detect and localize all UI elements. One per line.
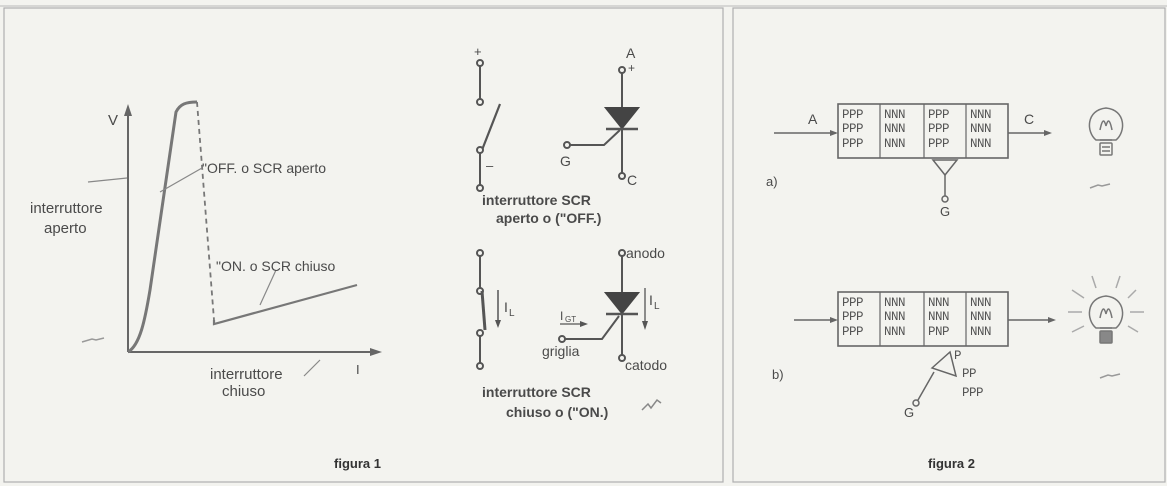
open-caption-1: interruttore SCR <box>482 192 591 208</box>
leader-off <box>159 167 203 193</box>
figure1-frame <box>3 7 724 483</box>
y-axis-arrow <box>124 104 132 116</box>
gate-current-sub: GT <box>565 315 576 324</box>
closed-caption-2: chiuso o ("ON.) <box>506 404 608 420</box>
bulb-off-icon <box>1088 107 1124 189</box>
off-curve <box>127 100 198 354</box>
scr-open-cathode-letter: C <box>627 172 637 188</box>
cell-a-3-0: NNN <box>970 108 991 122</box>
open-switch-minus: – <box>486 158 494 173</box>
bulb-on-icon <box>1068 275 1144 379</box>
gate-stack-p2: PP <box>962 367 976 381</box>
figure2-caption: figura 2 <box>928 456 975 471</box>
label-open-switch-2: aperto <box>44 220 87 237</box>
breakover-dashed-line <box>196 101 215 321</box>
scr-gate-label: griglia <box>542 343 580 359</box>
cell-b-3-1: NNN <box>970 310 991 324</box>
cell-a-3-1: NNN <box>970 122 991 136</box>
cell-b-1-0: NNN <box>884 296 905 310</box>
cell-a-2-0: PPP <box>928 108 949 122</box>
scribble-mark <box>81 337 105 343</box>
scr-open-anode-letter: A <box>626 45 636 61</box>
scribble-mark-2 <box>641 398 662 411</box>
cell-a-2-1: PPP <box>928 122 949 136</box>
leader-open <box>87 177 128 183</box>
on-line <box>212 283 358 326</box>
x-axis-label: I <box>356 362 360 377</box>
cell-a-1-2: NNN <box>884 137 905 151</box>
figure1-caption: figura 1 <box>334 456 381 471</box>
cell-b-2-2: PNP <box>928 325 949 339</box>
scr-open-gate-letter: G <box>560 153 571 169</box>
figure2-frame <box>732 7 1166 483</box>
open-switch <box>476 59 502 192</box>
cell-a-3-2: NNN <box>970 137 991 151</box>
closed-switch-current-sub: L <box>509 308 515 319</box>
closed-switch-current: I <box>504 299 508 315</box>
label-on-state: "ON. o SCR chiuso <box>216 258 336 274</box>
fig2b-cells: PPP PPP PPP NNN NNN NNN NNN NNN PNP NNN … <box>842 296 992 339</box>
cell-a-1-0: NNN <box>884 108 905 122</box>
fig2b-structure <box>794 291 1056 407</box>
cell-a-1-1: NNN <box>884 122 905 136</box>
leader-on <box>259 269 277 306</box>
fig2a-structure <box>774 103 1052 203</box>
fig2a-cells: PPP PPP PPP NNN NNN NNN PPP PPP PPP NNN … <box>842 108 992 151</box>
scr-current-sub: L <box>654 301 660 312</box>
cell-b-3-2: NNN <box>970 325 991 339</box>
cell-b-2-0: NNN <box>928 296 949 310</box>
label-closed-switch-2: chiuso <box>222 383 265 400</box>
cell-b-0-0: PPP <box>842 296 863 310</box>
open-caption-2: aperto o ("OFF.) <box>496 210 601 226</box>
y-axis-label: V <box>108 112 118 129</box>
label-open-switch-1: interruttore <box>30 200 103 217</box>
gate-stack-p3: PPP <box>962 386 983 400</box>
x-axis-arrow <box>370 348 382 356</box>
fig2b-label: b) <box>772 367 784 382</box>
gate-current: I <box>560 309 563 323</box>
label-closed-switch-1: interruttore <box>210 366 283 383</box>
fig2a-input-label: A <box>808 111 818 127</box>
closed-caption-1: interruttore SCR <box>482 384 591 400</box>
scr-symbol-open <box>563 66 641 180</box>
cell-a-0-2: PPP <box>842 137 863 151</box>
fig2a-label: a) <box>766 174 778 189</box>
gate-stack-p1: P <box>954 349 961 363</box>
scr-open-anode-plus: + <box>628 61 635 75</box>
vi-graph <box>81 100 382 377</box>
scr-anode-label: anodo <box>626 245 665 261</box>
cell-b-0-2: PPP <box>842 325 863 339</box>
cell-b-2-1: NNN <box>928 310 949 324</box>
cell-b-1-1: NNN <box>884 310 905 324</box>
fig2a-gate-label: G <box>940 204 950 219</box>
cell-a-2-2: PPP <box>928 137 949 151</box>
scr-cathode-label: catodo <box>625 357 667 373</box>
fig2a-output-label: C <box>1024 111 1034 127</box>
label-off-state: "OFF. o SCR aperto <box>202 160 326 176</box>
leader-closed <box>303 359 321 377</box>
fig2b-gate-label: G <box>904 405 914 420</box>
cell-b-3-0: NNN <box>970 296 991 310</box>
scr-symbol-closed <box>558 249 648 362</box>
cell-b-1-2: NNN <box>884 325 905 339</box>
scr-current: I <box>649 292 653 308</box>
closed-switch <box>476 249 501 370</box>
cell-b-0-1: PPP <box>842 310 863 324</box>
cell-a-0-1: PPP <box>842 122 863 136</box>
open-switch-plus: + <box>474 44 482 59</box>
cell-a-0-0: PPP <box>842 108 863 122</box>
